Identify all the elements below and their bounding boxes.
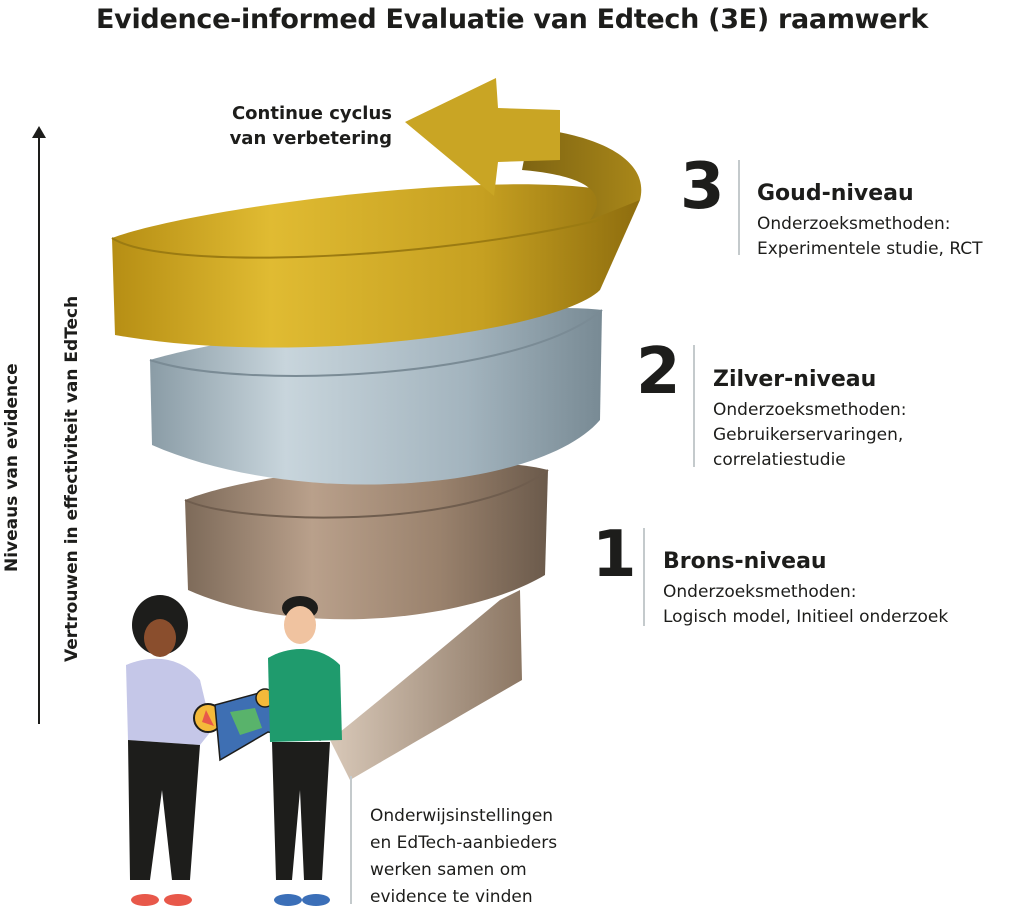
footer-line: Onderwijsinstellingen [370, 806, 554, 826]
y-axis-line [38, 132, 40, 724]
person-left [126, 595, 223, 906]
level-name: Zilver-niveau [713, 367, 877, 392]
person-right [268, 596, 342, 906]
footer-line: en EdTech-aanbieders [370, 833, 558, 853]
level-desc-line: Onderzoeksmethoden: [663, 582, 857, 602]
cycle-label-line: Continue cyclus [231, 103, 392, 124]
level-desc-line: Onderzoeksmethoden: [757, 214, 951, 234]
level-number: 2 [636, 335, 681, 409]
level-name: Goud-niveau [757, 181, 914, 206]
bronze-ribbon [185, 461, 548, 620]
level-number: 1 [592, 518, 637, 592]
y-axis-label-inner: Vertrouwen in effectiviteit van EdTech [62, 295, 82, 662]
level-number: 3 [680, 150, 725, 224]
level-desc-line: Gebruikerservaringen, [713, 425, 904, 445]
level-divider [643, 528, 645, 626]
footer-text: Onderwijsinstellingen en EdTech-aanbiede… [370, 803, 557, 911]
gold-ribbon [112, 184, 640, 348]
y-axis-arrow-icon [32, 126, 46, 138]
level-desc-line: Experimentele studie, RCT [757, 239, 983, 259]
level-divider [693, 345, 695, 467]
gold-arrowhead [405, 78, 560, 196]
page-title: Evidence-informed Evaluatie van Edtech (… [96, 4, 928, 35]
y-axis-label-outer: Niveaus van evidence [2, 363, 22, 572]
cycle-label: Continue cyclus van verbetering [230, 101, 392, 151]
footer-line: evidence te vinden [370, 887, 533, 907]
level-description: Onderzoeksmethoden: Gebruikerservaringen… [713, 398, 907, 473]
silver-ribbon [150, 308, 602, 485]
level-desc-line: Logisch model, Initieel onderzoek [663, 607, 949, 627]
level-divider [738, 160, 740, 255]
level-desc-line: Onderzoeksmethoden: [713, 400, 907, 420]
level-desc-line: correlatiestudie [713, 450, 846, 470]
footer-line: werken samen om [370, 860, 527, 880]
level-name: Brons-niveau [663, 549, 827, 574]
footer-divider [350, 776, 352, 904]
bronze-ribbon-tail [330, 590, 522, 780]
level-description: Onderzoeksmethoden: Logisch model, Initi… [663, 580, 948, 630]
cycle-label-line: van verbetering [229, 128, 392, 149]
level-description: Onderzoeksmethoden: Experimentele studie… [757, 212, 983, 262]
